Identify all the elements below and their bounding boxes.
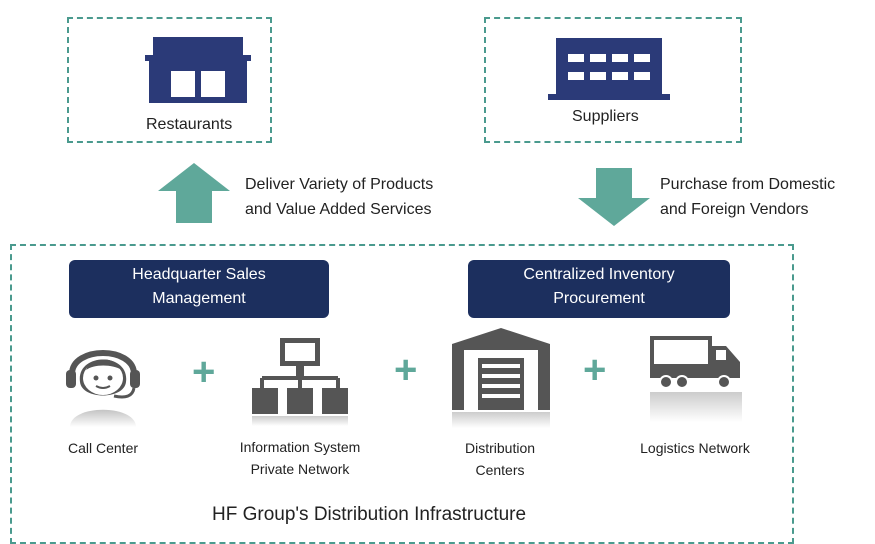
hq-pill-line1: Headquarter Sales	[132, 266, 266, 283]
store-icon	[145, 37, 251, 103]
dist-label-line1: Distribution	[464, 440, 536, 456]
plus-icon-3: +	[583, 348, 607, 392]
truck-icon	[650, 336, 742, 422]
hq-sales-pill: Headquarter Sales Management	[69, 260, 329, 318]
inventory-pill: Centralized Inventory Procurement	[468, 260, 730, 318]
network-icon	[252, 338, 348, 426]
call-center-text: Call Center	[67, 440, 139, 456]
call-center-label: Call Center	[38, 437, 168, 459]
info-label-line2: Private Network	[250, 461, 350, 477]
inv-pill-line1: Centralized Inventory	[523, 266, 675, 283]
building-icon	[548, 38, 670, 100]
info-system-label: Information System Private Network	[210, 436, 390, 480]
dist-label-line2: Centers	[475, 462, 525, 478]
hq-pill-line2: Management	[152, 290, 246, 307]
up-arrow-caption: Deliver Variety of Products and Value Ad…	[245, 172, 433, 222]
restaurants-box	[67, 17, 272, 143]
suppliers-box	[484, 17, 742, 143]
down-caption-line2: and Foreign Vendors	[660, 201, 809, 218]
up-caption-line1: Deliver Variety of Products	[245, 176, 434, 193]
plus-icon-2: +	[394, 348, 418, 392]
warehouse-icon	[452, 328, 550, 428]
up-arrow-icon	[158, 163, 230, 223]
down-caption-line1: Purchase from Domestic	[660, 176, 836, 193]
logistics-text: Logistics Network	[640, 440, 750, 456]
restaurants-label: Restaurants	[146, 116, 233, 133]
suppliers-label: Suppliers	[572, 108, 639, 125]
inv-pill-line2: Procurement	[553, 290, 645, 307]
logistics-network-label: Logistics Network	[610, 437, 780, 459]
plus-icon-1: +	[192, 350, 216, 394]
distribution-centers-label: Distribution Centers	[440, 437, 560, 481]
info-label-line1: Information System	[239, 439, 361, 455]
infrastructure-title: HF Group's Distribution Infrastructure	[212, 504, 527, 525]
down-arrow-caption: Purchase from Domestic and Foreign Vendo…	[660, 172, 835, 222]
down-arrow-icon	[578, 168, 650, 226]
headset-agent-icon	[66, 350, 140, 427]
up-caption-line2: and Value Added Services	[245, 201, 432, 218]
